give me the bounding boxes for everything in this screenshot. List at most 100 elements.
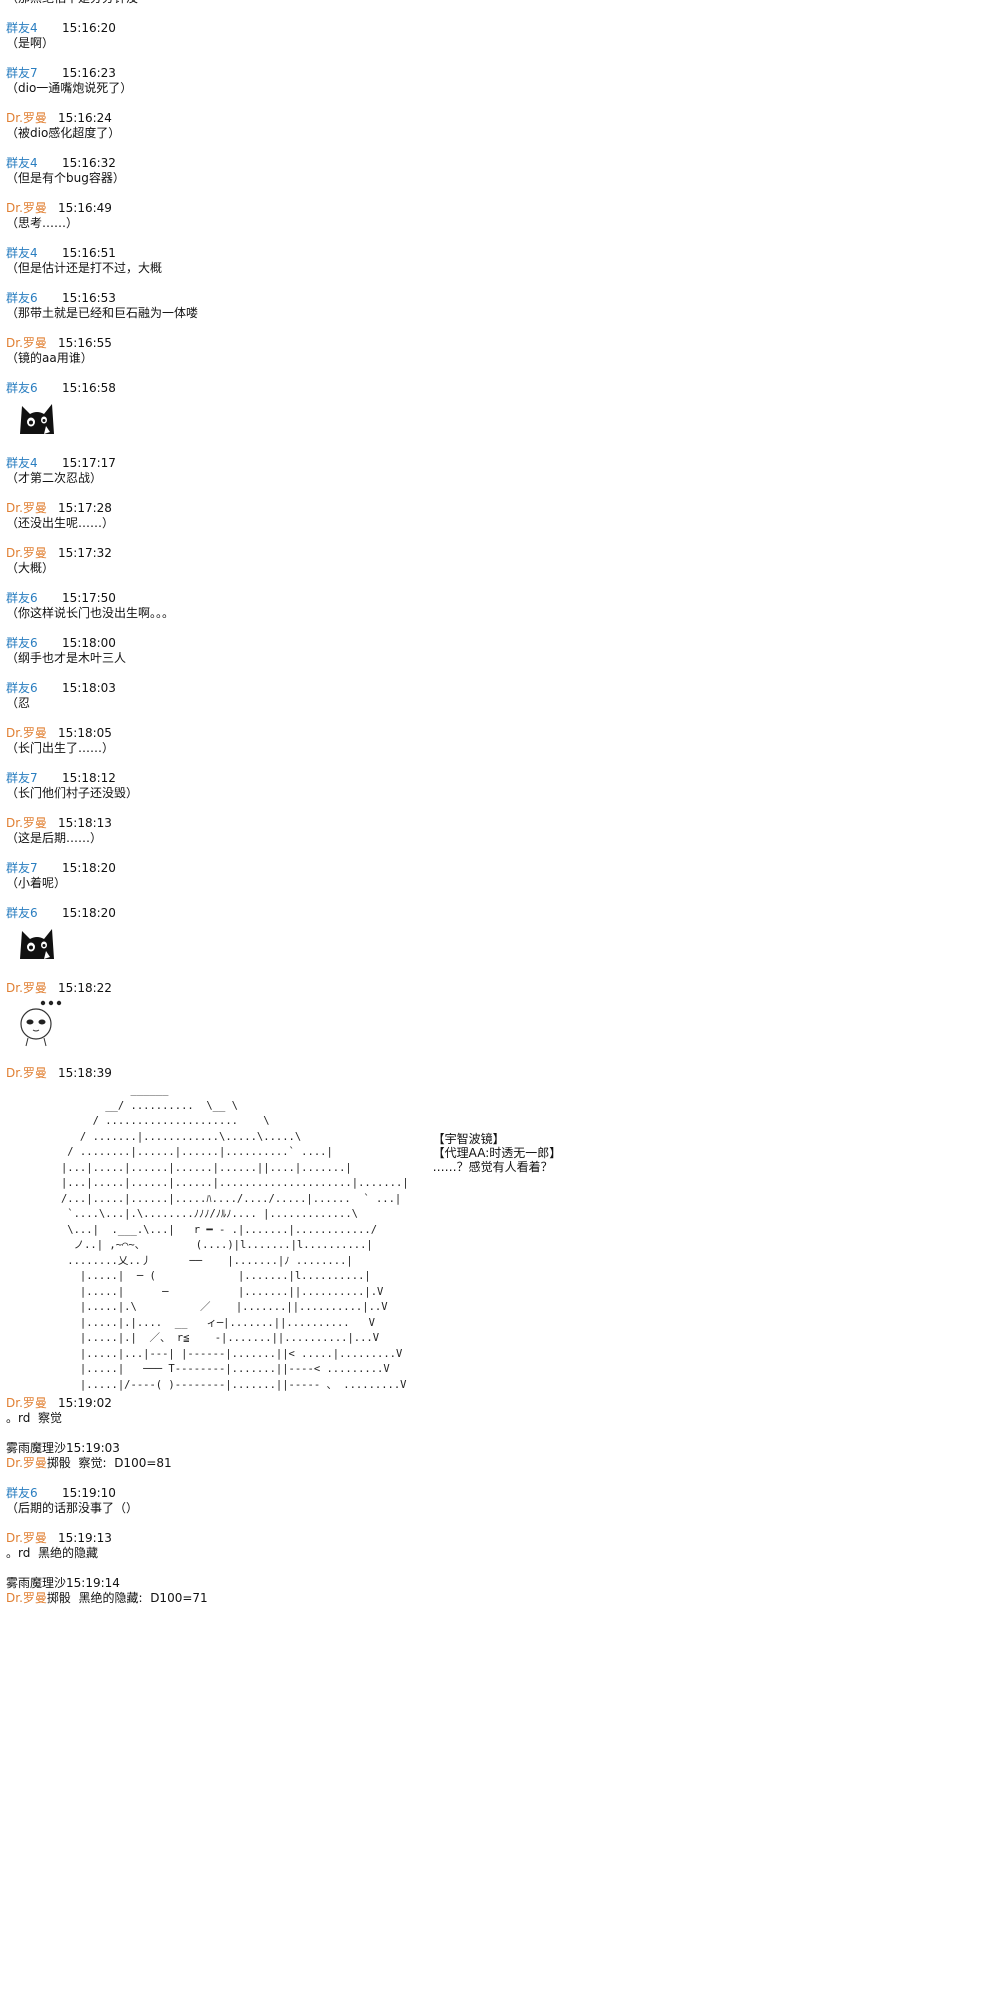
message-header: 雾雨魔理沙15:19:14 xyxy=(6,1576,996,1591)
message-text: （dio一通嘴炮说死了） xyxy=(6,81,133,95)
timestamp: 15:16:32 xyxy=(62,156,116,170)
aa-caption: 【宇智波镜】【代理AA:时透无一郎】……？感觉有人看着？ xyxy=(433,1132,562,1174)
sender-name[interactable]: 群友6 xyxy=(6,381,38,395)
message-text: （小着呢） xyxy=(6,876,67,890)
timestamp: 15:18:13 xyxy=(58,816,112,830)
sender-name[interactable]: 群友4 xyxy=(6,246,38,260)
timestamp: 15:18:20 xyxy=(62,861,116,875)
sender-name[interactable]: Dr.罗曼 xyxy=(6,1531,47,1545)
sender-name[interactable]: Dr.罗曼 xyxy=(6,111,47,125)
sender-name[interactable]: Dr.罗曼 xyxy=(6,201,47,215)
message-header: 群友6 15:18:03 xyxy=(6,681,996,696)
sender-name[interactable]: 雾雨魔理沙 xyxy=(6,1576,67,1590)
sender-name[interactable]: Dr.罗曼 xyxy=(6,726,47,740)
message-header: 雾雨魔理沙15:19:03 xyxy=(6,1441,996,1456)
message-text: （才第二次忍战） xyxy=(6,471,103,485)
timestamp: 15:19:10 xyxy=(62,1486,116,1500)
timestamp: 15:18:12 xyxy=(62,771,116,785)
message-text: （你这样说长门也没出生啊。。。 xyxy=(6,606,175,620)
sender-name[interactable]: 群友4 xyxy=(6,21,38,35)
sender-name[interactable]: 群友7 xyxy=(6,861,38,875)
timestamp: 15:18:00 xyxy=(62,636,116,650)
sender-name[interactable]: Dr.罗曼 xyxy=(6,816,47,830)
sender-name[interactable]: Dr.罗曼 xyxy=(6,1396,47,1410)
sender-name[interactable]: 群友6 xyxy=(6,1486,38,1500)
message-entry: （那黑绝怕不是分分钟没 xyxy=(6,0,996,6)
message-text: （但是估计还是打不过，大概 xyxy=(6,261,163,275)
message-header: 群友7 15:16:23 xyxy=(6,66,996,81)
ascii-art: ______ __/ .......... \__ \ / ..........… xyxy=(60,1084,409,1391)
message-header: Dr.罗曼 15:19:02 xyxy=(6,1396,996,1411)
sender-name[interactable]: 群友6 xyxy=(6,636,38,650)
sender-name[interactable]: Dr.罗曼 xyxy=(6,546,47,560)
timestamp: 15:17:28 xyxy=(58,501,112,515)
message-header: 群友4 15:16:51 xyxy=(6,246,996,261)
timestamp: 15:18:05 xyxy=(58,726,112,740)
message-text: （忍 xyxy=(6,696,31,710)
roll-text: 掷骰 黑绝的隐藏: D100=71 xyxy=(46,1591,208,1605)
timestamp: 15:19:13 xyxy=(58,1531,112,1545)
message-header: Dr.罗曼 15:16:24 xyxy=(6,111,996,126)
timestamp: 15:19:03 xyxy=(66,1441,120,1455)
message-header: Dr.罗曼 15:17:28 xyxy=(6,501,996,516)
sender-name[interactable]: 群友6 xyxy=(6,591,38,605)
message-entry: Dr.罗曼 15:19:13。rd 黑绝的隐藏 xyxy=(6,1531,996,1561)
message-entry: 群友7 15:16:23（dio一通嘴炮说死了） xyxy=(6,66,996,96)
sender-name[interactable]: Dr.罗曼 xyxy=(6,336,47,350)
timestamp: 15:18:03 xyxy=(62,681,116,695)
sender-name[interactable]: 群友6 xyxy=(6,291,38,305)
message-text: （镜的aa用谁） xyxy=(6,351,93,365)
timestamp: 15:19:14 xyxy=(66,1576,120,1590)
message-text: （那带土就是已经和巨石融为一体喽 xyxy=(6,306,199,320)
message-header: Dr.罗曼 15:18:05 xyxy=(6,726,996,741)
sender-name[interactable]: Dr.罗曼 xyxy=(6,501,47,515)
sender-name[interactable]: 群友4 xyxy=(6,156,38,170)
message-text: （那黑绝怕不是分分钟没 xyxy=(6,0,996,6)
message-text: 。rd 黑绝的隐藏 xyxy=(6,1546,98,1560)
sender-name[interactable]: 群友7 xyxy=(6,771,38,785)
roller-name[interactable]: Dr.罗曼 xyxy=(6,1456,47,1470)
message-header: 群友7 15:18:12 xyxy=(6,771,996,786)
sender-name[interactable]: Dr.罗曼 xyxy=(6,981,47,995)
timestamp: 15:16:23 xyxy=(62,66,116,80)
message-text: （长门出生了……） xyxy=(6,741,115,755)
sender-name[interactable]: 群友6 xyxy=(6,681,38,695)
sender-name[interactable]: 群友6 xyxy=(6,906,38,920)
timestamp: 15:16:24 xyxy=(58,111,112,125)
sender-name[interactable]: 雾雨魔理沙 xyxy=(6,1441,67,1455)
black-cat-sticker xyxy=(20,404,54,434)
roller-name[interactable]: Dr.罗曼 xyxy=(6,1591,47,1605)
message-entry: 群友4 15:16:51（但是估计还是打不过，大概 xyxy=(6,246,996,276)
sender-name[interactable]: 群友7 xyxy=(6,66,38,80)
message-entry-aa: Dr.罗曼 15:18:39 ______ __/ .......... \__ … xyxy=(6,1066,996,1391)
timestamp: 15:19:02 xyxy=(58,1396,112,1410)
caption-line: 【宇智波镜】 xyxy=(432,1132,505,1146)
sender-name[interactable]: 群友4 xyxy=(6,456,38,470)
timestamp: 15:18:39 xyxy=(58,1066,112,1080)
caption-line: 【代理AA:时透无一郎】 xyxy=(432,1146,562,1160)
message-header: Dr.罗曼 15:18:13 xyxy=(6,816,996,831)
message-text: 。rd 察觉 xyxy=(6,1411,62,1425)
roll-result: Dr.罗曼掷骰 察觉: D100=81 xyxy=(6,1456,996,1471)
timestamp: 15:16:51 xyxy=(62,246,116,260)
sender-name[interactable]: Dr.罗曼 xyxy=(6,1066,47,1080)
message-text: （这是后期……） xyxy=(6,831,103,845)
roll-result: Dr.罗曼掷骰 黑绝的隐藏: D100=71 xyxy=(6,1591,996,1606)
